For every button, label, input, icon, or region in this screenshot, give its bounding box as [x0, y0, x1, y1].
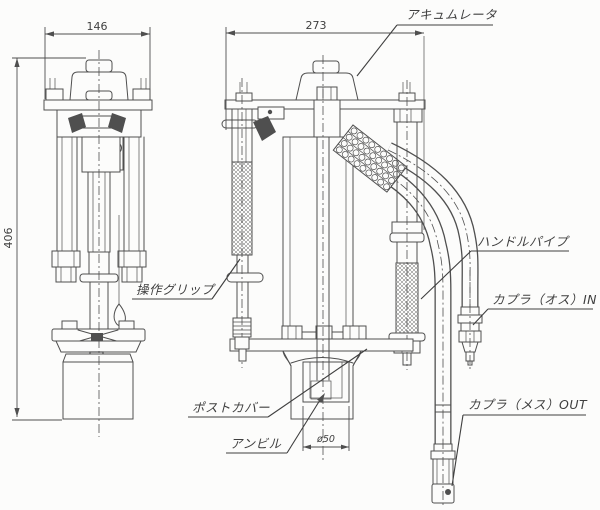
dimension-406: 406 [2, 57, 86, 421]
dim-406-text: 406 [2, 228, 15, 249]
coupler-out-fitting [430, 440, 456, 508]
braided-hose-section [332, 124, 408, 193]
handle-pipe-post [388, 80, 426, 370]
front-view-drawing [43, 50, 153, 437]
dimension-146: 146 [44, 20, 151, 99]
dim-146-text: 146 [87, 20, 108, 33]
label-accumulator: アキュムレータ [406, 7, 497, 22]
dim-post-diameter-text: ø50 [316, 434, 335, 445]
label-post-cover: ポストカバー [192, 400, 270, 415]
label-coupler-out: カプラ（メス）OUT [468, 397, 588, 412]
label-handle-pipe: ハンドルパイプ [477, 234, 570, 249]
coupler-in-fitting [457, 270, 483, 370]
label-coupler-in: カプラ（オス）IN [492, 292, 597, 307]
label-operation-grip: 操作グリップ [136, 282, 216, 297]
base-and-post-cover [229, 55, 414, 462]
dimension-post-diameter: ø50 [302, 406, 350, 451]
callouts: アキュムレータ 操作グリップ ハンドルパイプ カプラ（オス）IN カプラ（メス）… [132, 7, 597, 487]
side-view-drawing [221, 60, 426, 368]
dim-273-text: 273 [306, 19, 327, 32]
label-anvil: アンビル [230, 436, 282, 451]
